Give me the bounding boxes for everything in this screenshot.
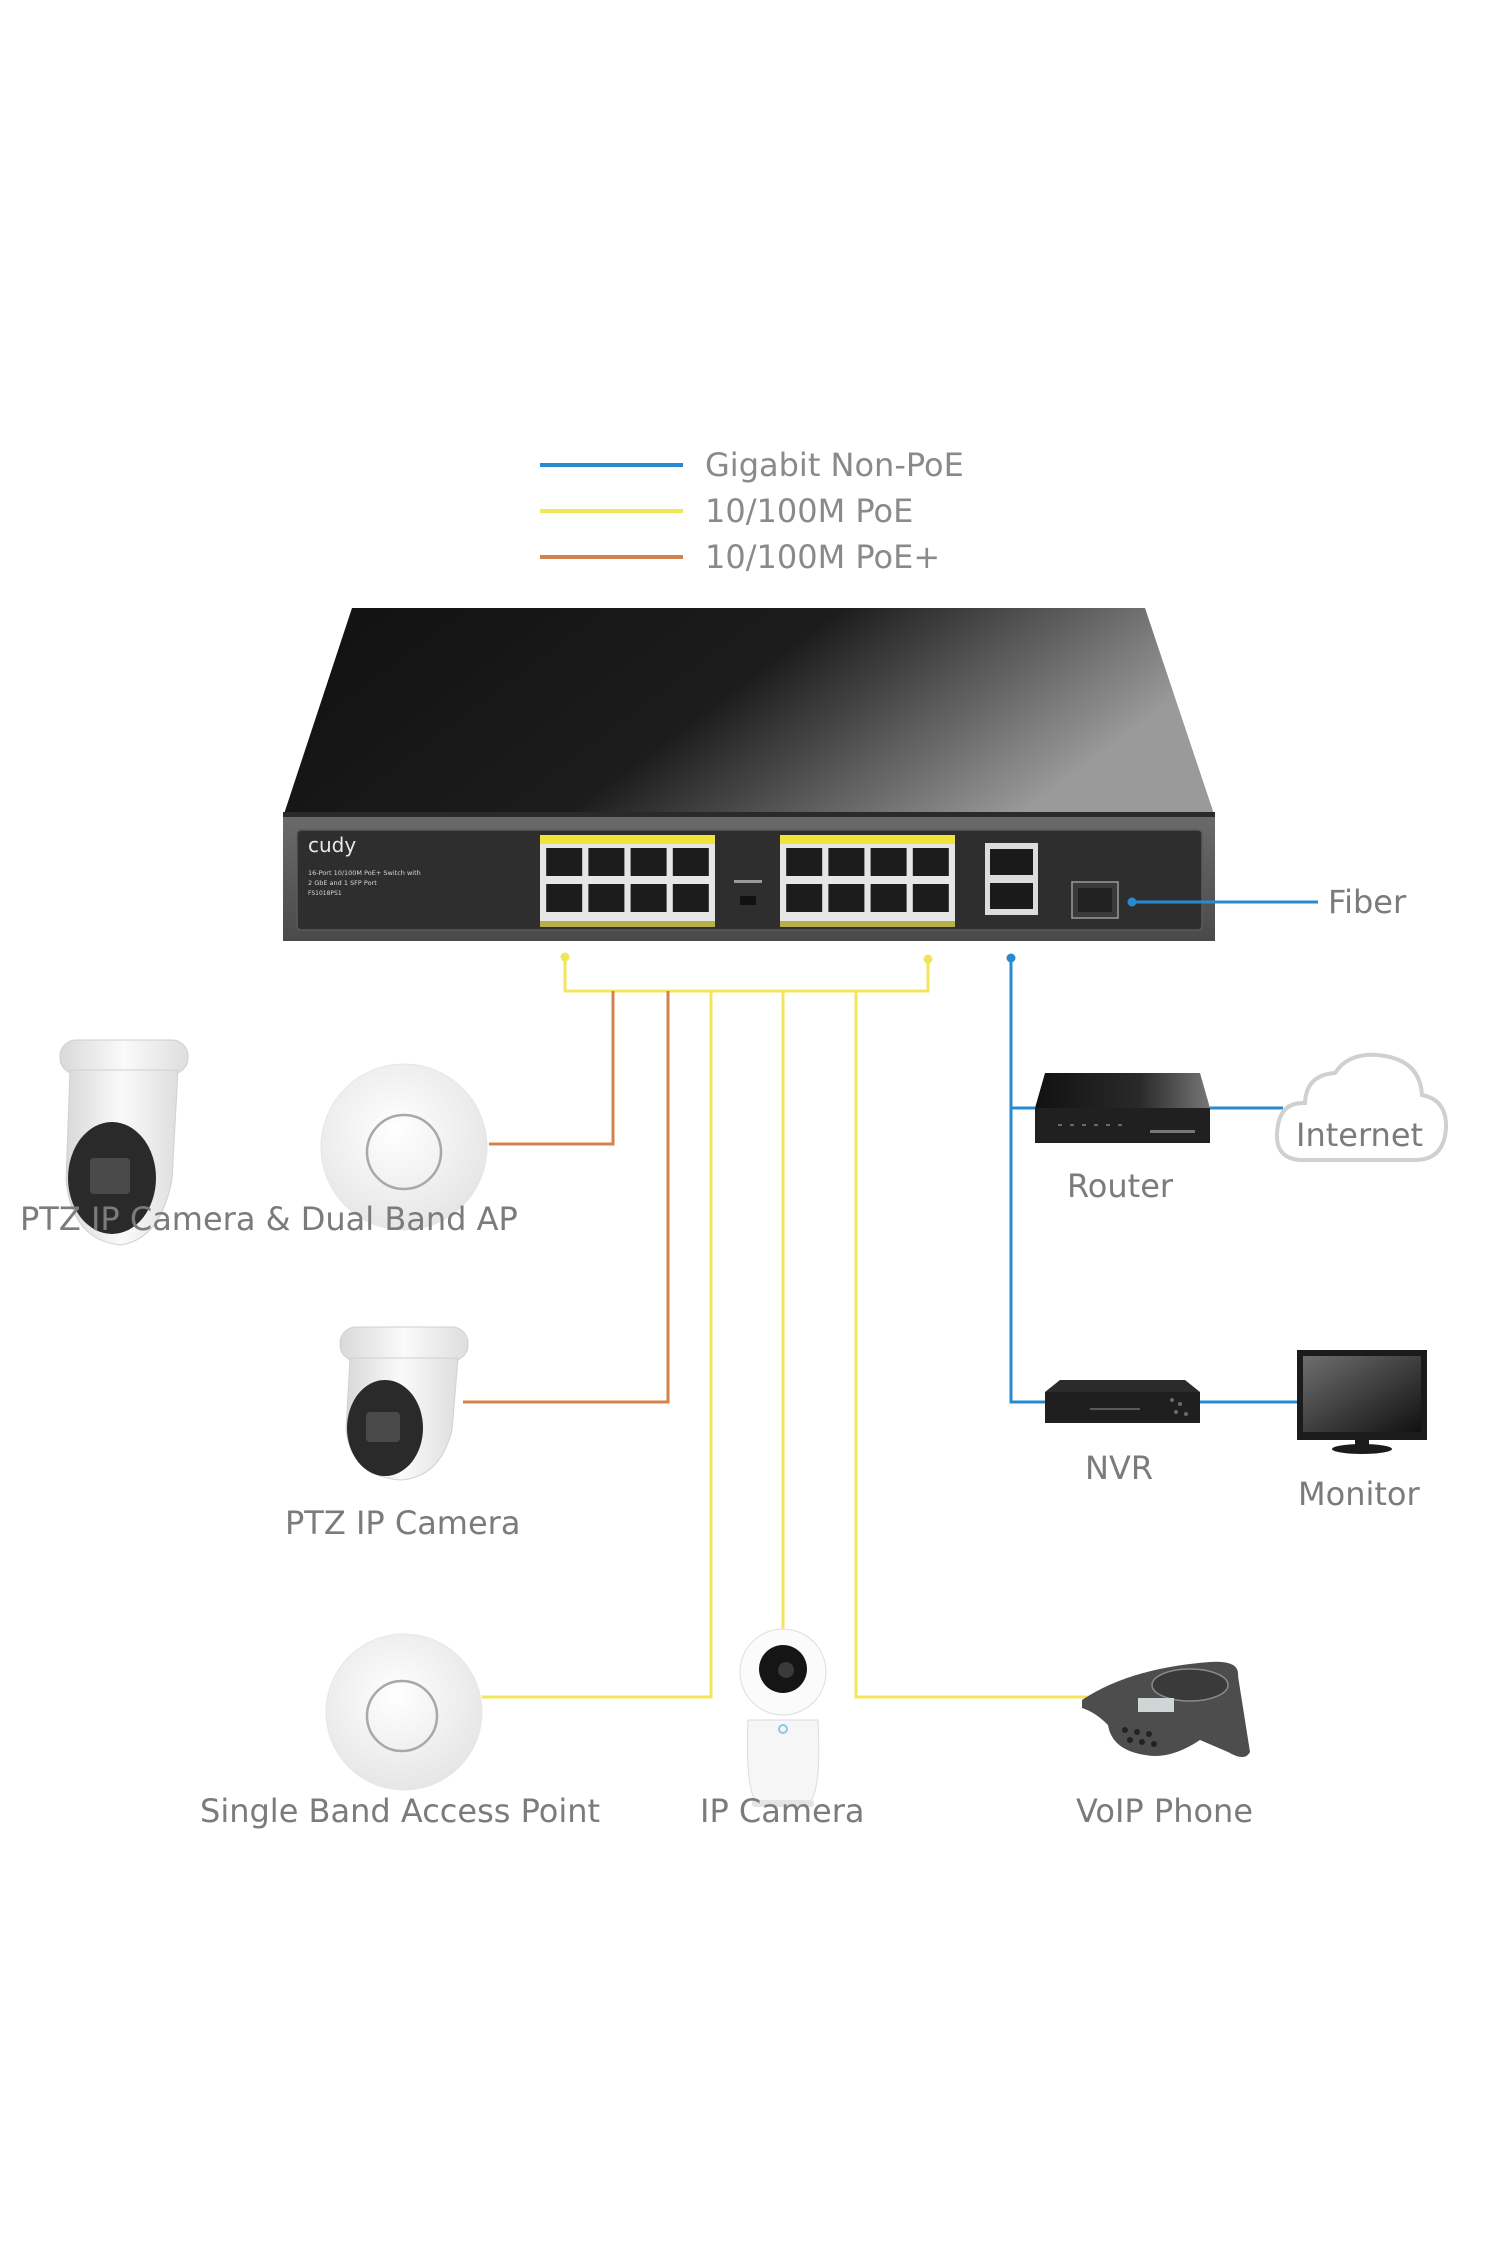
monitor-icon	[1297, 1350, 1427, 1454]
ptz-camera-icon	[59, 1039, 189, 1246]
label-ptz-camera-and-ap: PTZ IP Camera & Dual Band AP	[20, 1200, 518, 1238]
label-single-band-ap: Single Band Access Point	[200, 1792, 600, 1830]
label-router: Router	[1067, 1167, 1174, 1205]
gigabit-port-2	[990, 883, 1033, 909]
line-to-ptz-camera	[463, 991, 670, 1404]
poe-port-8	[672, 884, 709, 912]
poe-led-strip	[780, 835, 955, 844]
legend-item-poe: 10/100M PoE	[540, 492, 913, 530]
switch-description-line2: 2 GbE and 1 SFP Port	[308, 879, 377, 887]
switch-model: FS1018PS1	[308, 890, 342, 897]
legend-item-poe-plus: 10/100M PoE+	[540, 538, 940, 576]
line-to-voip-phone	[854, 991, 1087, 1699]
poe-port-15	[870, 884, 907, 912]
single-band-ap-icon	[325, 1633, 483, 1791]
legend: Gigabit Non-PoE 10/100M PoE 10/100M PoE+	[540, 446, 964, 576]
legend-label-poe-plus: 10/100M PoE+	[705, 538, 940, 576]
nvr-icon	[1045, 1380, 1200, 1423]
label-nvr: NVR	[1085, 1449, 1153, 1487]
sfp-port	[1071, 881, 1119, 919]
legend-label-poe: 10/100M PoE	[705, 492, 913, 530]
poe-port-7	[630, 884, 667, 912]
ip-camera-icon	[739, 1628, 827, 1807]
internet-cloud-icon	[1275, 1052, 1449, 1162]
legend-label-gigabit: Gigabit Non-PoE	[705, 446, 964, 484]
poe-port-1	[546, 848, 583, 876]
label-internet: Internet	[1296, 1116, 1423, 1154]
poe-port-2	[588, 848, 625, 876]
poe-port-4	[672, 848, 709, 876]
ptz-camera-2-icon	[339, 1326, 469, 1481]
poe-bottom-strip	[540, 921, 715, 927]
mode-switch[interactable]	[734, 880, 762, 905]
gigabit-port-1	[990, 849, 1033, 875]
fiber-label: Fiber	[1328, 883, 1407, 921]
legend-item-gigabit: Gigabit Non-PoE	[540, 446, 964, 484]
poe-port-11	[870, 848, 907, 876]
label-voip-phone: VoIP Phone	[1076, 1792, 1253, 1830]
poe-port-9	[786, 848, 823, 876]
poe-port-14	[828, 884, 865, 912]
poe-led-strip	[540, 835, 715, 844]
poe-connection-lines	[463, 952, 1087, 1699]
switch-description-line1: 16-Port 10/100M PoE+ Switch with	[308, 869, 421, 877]
poe-bottom-strip	[780, 921, 955, 927]
label-ip-camera: IP Camera	[700, 1792, 864, 1830]
gigabit-connection-lines	[1006, 897, 1318, 1404]
poe-port-12	[912, 848, 949, 876]
poe-port-block-2	[780, 835, 955, 927]
gigabit-port-block	[985, 843, 1038, 915]
line-to-dual-band-ap	[489, 991, 615, 1146]
router-icon	[1035, 1073, 1210, 1143]
poe-port-16	[912, 884, 949, 912]
poe-bus-line	[563, 957, 930, 993]
line-to-single-band-ap	[482, 991, 713, 1699]
label-ptz-camera: PTZ IP Camera	[285, 1504, 520, 1542]
label-monitor: Monitor	[1298, 1475, 1420, 1513]
poe-port-6	[588, 884, 625, 912]
switch-top-surface	[283, 608, 1215, 817]
voip-phone-icon	[1082, 1661, 1250, 1757]
poe-port-5	[546, 884, 583, 912]
switch-brand-logo: cudy	[308, 833, 356, 857]
poe-switch: cudy 16-Port 10/100M PoE+ Switch with 2 …	[283, 608, 1215, 941]
line-gigabit-trunk	[1009, 958, 1045, 1404]
poe-port-block-1	[540, 835, 715, 927]
switch-front-edge	[283, 812, 1215, 818]
poe-port-10	[828, 848, 865, 876]
poe-port-13	[786, 884, 823, 912]
dual-band-ap-icon	[320, 1063, 488, 1231]
poe-port-3	[630, 848, 667, 876]
